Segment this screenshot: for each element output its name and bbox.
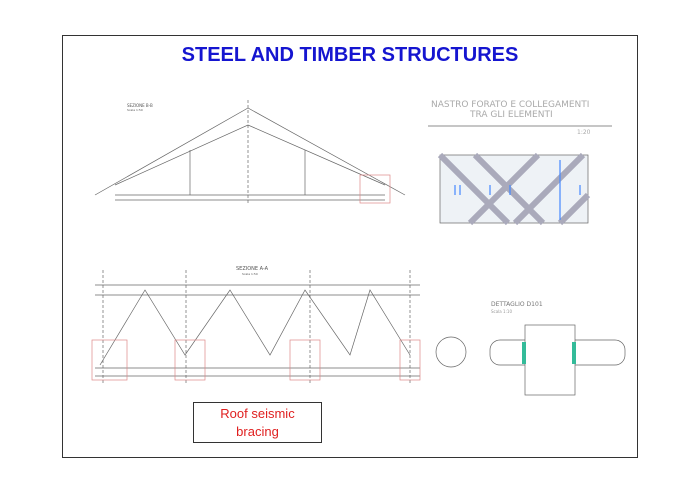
bracing-plan xyxy=(428,125,612,226)
detail-scale: Scala 1:10 xyxy=(491,309,513,314)
roof-section-bb xyxy=(94,100,406,205)
caption-line-1: Roof seismic xyxy=(220,406,295,421)
section-bb-title: SEZIONE B-B xyxy=(127,103,153,108)
detail-title: DETTAGLIO D101 xyxy=(491,301,543,308)
caption-box: Roof seismic bracing xyxy=(193,402,322,443)
bracing-plan-title-1: NASTRO FORATO E COLLEGAMENTI xyxy=(431,100,590,110)
slide-title: STEEL AND TIMBER STRUCTURES xyxy=(181,44,519,66)
section-bb-scale: Scala 1:50 xyxy=(127,108,143,112)
slide-frame xyxy=(62,35,638,458)
connection-detail xyxy=(435,324,626,396)
bracing-plan-title-2: TRA GLI ELEMENTI xyxy=(470,110,553,120)
bracing-plan-scale: 1:20 xyxy=(577,129,591,136)
section-aa-title: SEZIONE A-A xyxy=(236,266,269,272)
section-aa-scale: Scala 1:50 xyxy=(242,272,258,276)
truss-section-aa xyxy=(91,270,421,385)
caption-line-2: bracing xyxy=(236,424,279,439)
